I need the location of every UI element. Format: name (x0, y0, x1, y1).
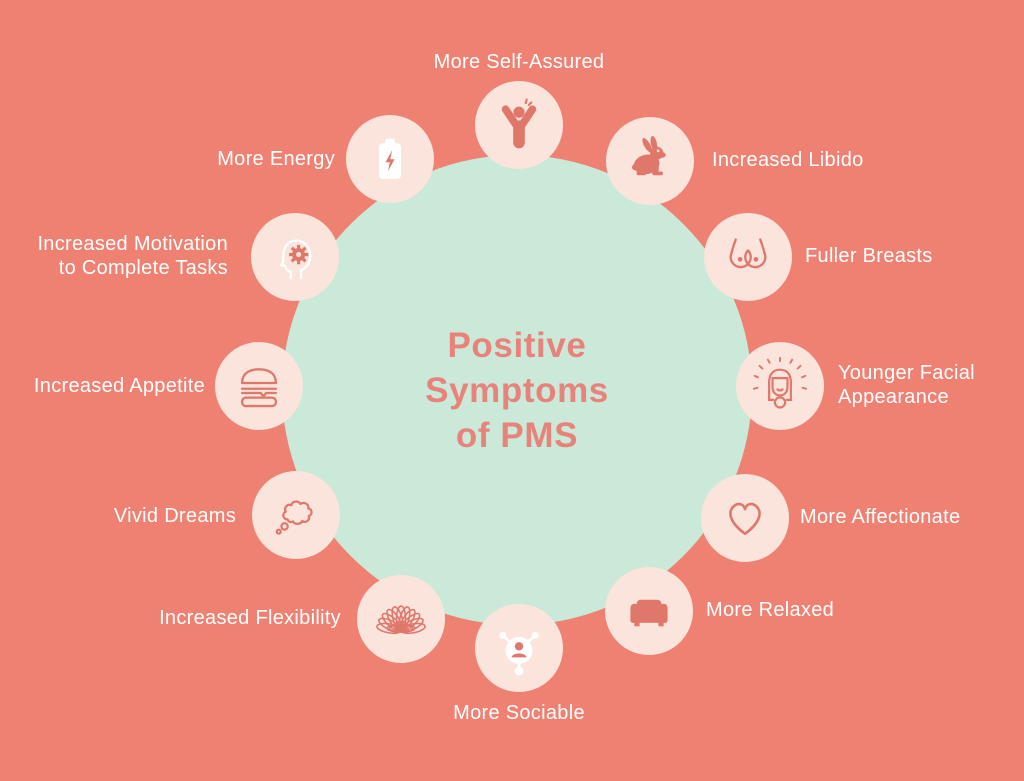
breasts-icon (729, 238, 767, 269)
hamburger-icon (240, 368, 278, 408)
label-motivation: Increased Motivation to Complete Tasks (37, 233, 228, 279)
label-appetite: Increased Appetite (33, 375, 205, 397)
icon-circle-appetite (215, 342, 303, 430)
sofa-icon (630, 599, 668, 627)
icon-circle-energy (346, 115, 434, 203)
icon-circle-relaxed (605, 567, 693, 655)
icon-circle-libido (606, 117, 694, 205)
label-younger-face: Younger Facial Appearance (838, 362, 975, 408)
infographic-title: Positive Symptoms of PMS (425, 323, 609, 458)
title-line-2: Symptoms (425, 370, 609, 410)
label-relaxed: More Relaxed (706, 599, 835, 621)
person-network-icon (499, 631, 539, 676)
center-circle: Positive Symptoms of PMS (282, 155, 752, 625)
label-flexibility: Increased Flexibility (159, 607, 341, 629)
label-affectionate: More Affectionate (800, 506, 961, 528)
battery-lightning-icon (378, 138, 402, 179)
label-dreams: Vivid Dreams (113, 505, 236, 527)
glowing-face-icon (752, 357, 808, 409)
slinky-icon (376, 605, 426, 635)
label-sociable: More Sociable (453, 702, 585, 724)
rabbit-icon (632, 135, 666, 176)
cheering-person-icon (501, 98, 537, 149)
icon-circle-breasts (704, 213, 792, 301)
icon-circle-dreams (252, 471, 340, 559)
icon-circle-sociable (475, 604, 563, 692)
heart-icon (729, 502, 761, 536)
label-self-assured: More Self-Assured (433, 51, 605, 73)
icon-circle-motivation (251, 213, 339, 301)
label-libido: Increased Libido (712, 149, 864, 171)
icon-circle-younger-face (736, 342, 824, 430)
title-line-1: Positive (447, 325, 587, 365)
icon-circle-self-assured (475, 81, 563, 169)
thought-bubble-icon (275, 500, 313, 535)
label-breasts: Fuller Breasts (805, 245, 933, 267)
label-energy: More Energy (217, 148, 335, 170)
head-gear-icon (280, 239, 312, 280)
title-line-3: of PMS (455, 415, 579, 455)
icon-circle-flexibility (357, 575, 445, 663)
icon-circle-affectionate (701, 474, 789, 562)
